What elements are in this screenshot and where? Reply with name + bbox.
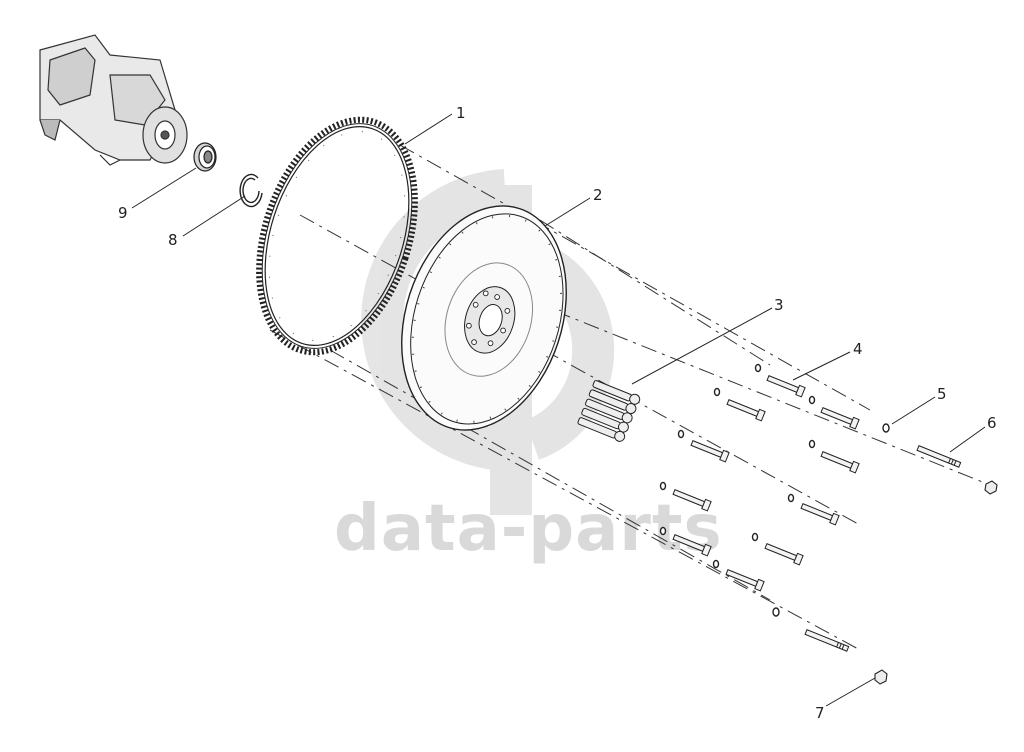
retaining-ring-icon <box>239 173 263 208</box>
bearing-icon <box>193 142 217 172</box>
nut-icon <box>984 480 998 495</box>
washer-icon <box>808 395 816 405</box>
washer-icon <box>659 481 667 491</box>
watermark-text: data-parts <box>334 492 723 566</box>
washer-icon <box>712 559 720 569</box>
bolt-icon <box>764 543 804 566</box>
callout-8: 8 <box>168 231 178 249</box>
washer-icon <box>713 387 721 397</box>
callout-2: 2 <box>593 186 603 204</box>
crankshaft-icon <box>39 34 188 166</box>
bolt-icon <box>672 489 712 512</box>
callout-6: 6 <box>987 414 997 432</box>
callout-leaders <box>131 113 986 707</box>
bolt-icon <box>820 451 860 474</box>
callout-3: 3 <box>774 296 784 314</box>
ring-gear-icon <box>256 116 418 356</box>
bolt-set-icon <box>577 380 641 442</box>
studs-group <box>804 445 962 652</box>
washer-icon <box>751 532 759 542</box>
bolt-icon <box>726 399 766 422</box>
bolt-icon <box>800 503 840 526</box>
washer-icon <box>754 363 762 373</box>
washer-icon <box>659 526 667 536</box>
nut-icon <box>874 669 888 685</box>
callout-1: 1 <box>456 104 466 122</box>
bolt-icon <box>725 569 765 592</box>
washer-icon <box>808 439 816 449</box>
bolt-icon <box>820 407 860 430</box>
washer-icon <box>882 423 890 433</box>
bolt-icon <box>766 375 806 398</box>
washer-icon <box>772 607 780 617</box>
washer-icon <box>787 493 795 503</box>
callout-5: 5 <box>937 385 947 403</box>
stud-icon <box>804 629 850 652</box>
nuts-group <box>874 480 998 685</box>
washers-group <box>659 363 890 617</box>
callout-4: 4 <box>853 340 863 358</box>
washer-icon <box>677 429 685 439</box>
bolt-icon <box>672 534 712 557</box>
stud-icon <box>916 445 962 468</box>
flywheel-icon <box>401 205 567 431</box>
callout-9: 9 <box>118 204 128 222</box>
bolts-group <box>672 375 860 592</box>
bolt-icon <box>690 440 730 463</box>
callout-7: 7 <box>815 704 825 722</box>
